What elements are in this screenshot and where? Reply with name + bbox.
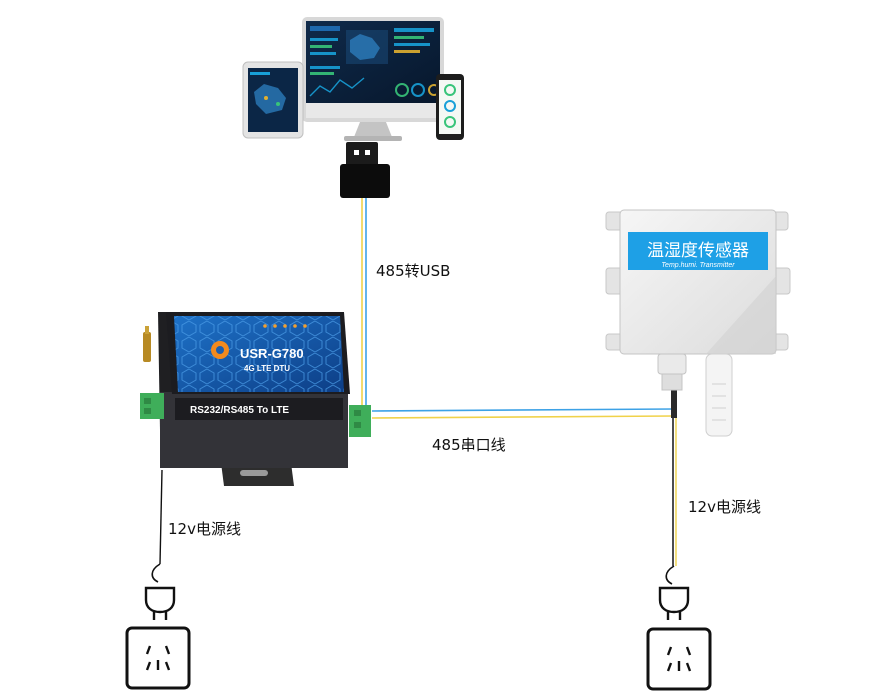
dtu-interface: RS232/RS485 To LTE: [190, 405, 289, 416]
computer-devices: [242, 17, 464, 141]
dtu-model: USR-G780: [240, 346, 304, 361]
dashboard-screen: [309, 26, 440, 97]
sensor-title-en: Temp.humi. Transmitter: [661, 262, 735, 269]
usb-cable-label: 485转USB: [376, 262, 451, 280]
dtu-device: [140, 312, 371, 486]
power-cable-right-label: 12v电源线: [688, 498, 761, 516]
dtu-terminal-left: [140, 393, 164, 419]
power-socket-right: [646, 627, 712, 691]
sensor-title-cn: 温湿度传感器: [647, 241, 749, 261]
power-cable-left-label: 12v电源线: [168, 520, 241, 538]
serial-cable-label: 485串口线: [432, 436, 506, 454]
usb-cable-wire: [361, 197, 367, 410]
status-leds: [263, 324, 307, 328]
serial-cable-wire: [371, 408, 675, 419]
power-plug-right: [658, 565, 690, 620]
power-plug-left: [144, 563, 176, 620]
power-socket-left: [125, 626, 191, 690]
power-cable-right-wire: [671, 388, 677, 566]
usb-adapter: [340, 142, 390, 198]
temp-humidity-sensor: [605, 209, 791, 437]
dtu-subtitle: 4G LTE DTU: [244, 364, 290, 373]
dtu-terminal-right: [349, 405, 371, 437]
power-cable-left-wire: [159, 469, 163, 565]
